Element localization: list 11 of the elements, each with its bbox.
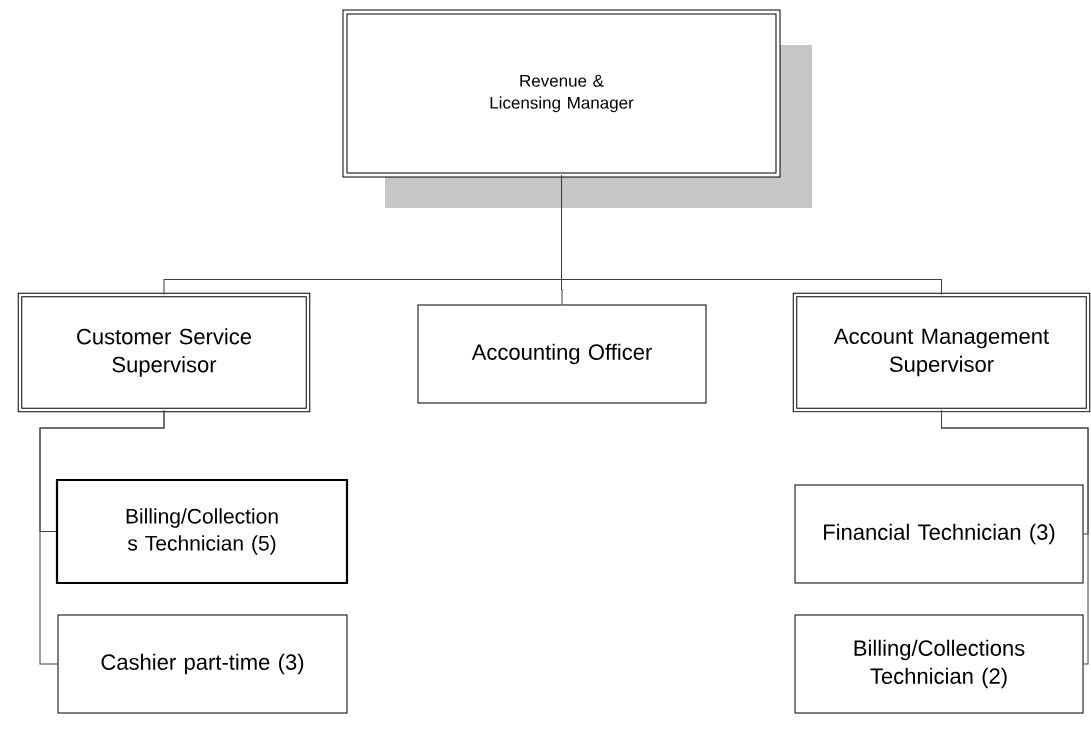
staff-box: Billing/Collections Technician (2) — [794, 614, 1084, 714]
manager-box: Revenue & Licensing Manager — [342, 9, 812, 208]
connector-line — [39, 410, 165, 665]
staff-box: Billing/Collection s Technician (5) — [55, 478, 349, 585]
connector-line — [561, 175, 942, 295]
officer-box: Accounting Officer — [417, 304, 707, 404]
connector-line — [941, 410, 1089, 665]
staff-box: Financial Technician (3) — [794, 484, 1084, 584]
supervisor-box: Account Management Supervisor — [792, 292, 1091, 413]
staff-box: Cashier part-time (3) — [57, 614, 348, 714]
supervisor-box: Customer Service Supervisor — [17, 292, 311, 413]
